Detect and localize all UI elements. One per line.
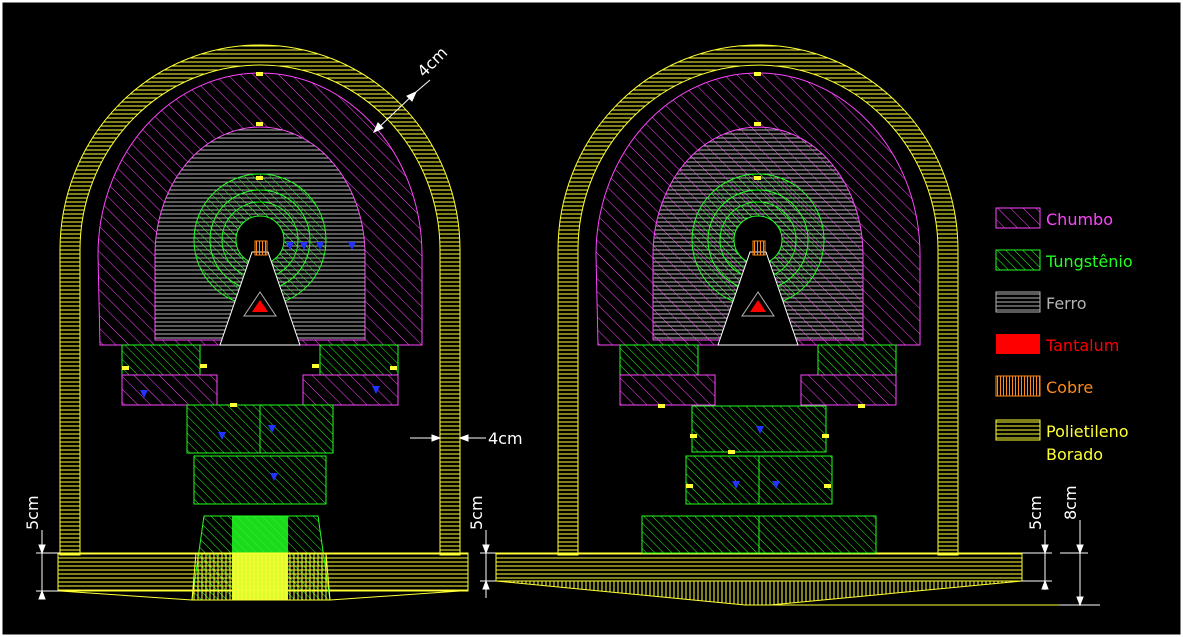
left-iron-wedge xyxy=(243,291,277,317)
legend-swatch-tungstenio xyxy=(995,249,1041,271)
legend-label-borado: Borado xyxy=(1046,445,1103,464)
legend-swatch-cobre xyxy=(995,375,1041,397)
right-base-total-label: 8cm xyxy=(1061,485,1080,520)
legend-label-ferro: Ferro xyxy=(1046,294,1086,313)
right-base-left-label: 5cm xyxy=(467,495,486,530)
left-markers xyxy=(140,242,380,481)
right-yellow-tags xyxy=(658,72,865,488)
left-tungsten-block-a xyxy=(121,344,201,376)
right-tungsten-collimator-1 xyxy=(691,405,827,453)
left-base-label: 5cm xyxy=(23,495,42,530)
right-copper-target xyxy=(752,240,766,256)
legend-swatch-polietileno xyxy=(995,419,1041,441)
legend: Chumbo Tungstênio Ferro Tantalum Cobre P… xyxy=(995,207,1133,464)
legend-label-tantalum: Tantalum xyxy=(1045,336,1119,355)
legend-label-tungstenio: Tungstênio xyxy=(1045,252,1133,271)
legend-swatch-tantalum xyxy=(996,334,1040,354)
left-lead-block-b xyxy=(302,374,399,406)
legend-swatch-chumbo xyxy=(995,207,1041,229)
right-lead-block-b xyxy=(800,374,897,406)
right-tungsten-block-a xyxy=(619,344,699,376)
right-base-slab xyxy=(495,552,1023,582)
right-iron-wedge xyxy=(741,291,775,317)
left-copper-target xyxy=(254,240,268,256)
legend-label-chumbo: Chumbo xyxy=(1046,210,1113,229)
left-lead-block-a xyxy=(121,374,218,406)
legend-swatch-ferro xyxy=(995,291,1041,313)
right-base-mid-label: 5cm xyxy=(1026,495,1045,530)
dimension-lines xyxy=(36,79,1100,607)
right-tantalum xyxy=(750,300,766,312)
wall-thickness-label: 4cm xyxy=(488,429,523,448)
legend-label-polietileno: Polietileno xyxy=(1046,422,1129,441)
left-assembly xyxy=(57,44,469,601)
left-tungsten-collimator-2 xyxy=(193,455,327,505)
right-tungsten-block-b xyxy=(817,344,897,376)
left-tantalum xyxy=(252,300,268,312)
left-tungsten-block-b xyxy=(319,344,399,376)
right-lead-block-a xyxy=(619,374,716,406)
legend-label-cobre: Cobre xyxy=(1046,378,1093,397)
right-assembly xyxy=(495,44,1023,606)
left-yellow-tags xyxy=(122,72,397,407)
right-markers xyxy=(732,426,780,489)
